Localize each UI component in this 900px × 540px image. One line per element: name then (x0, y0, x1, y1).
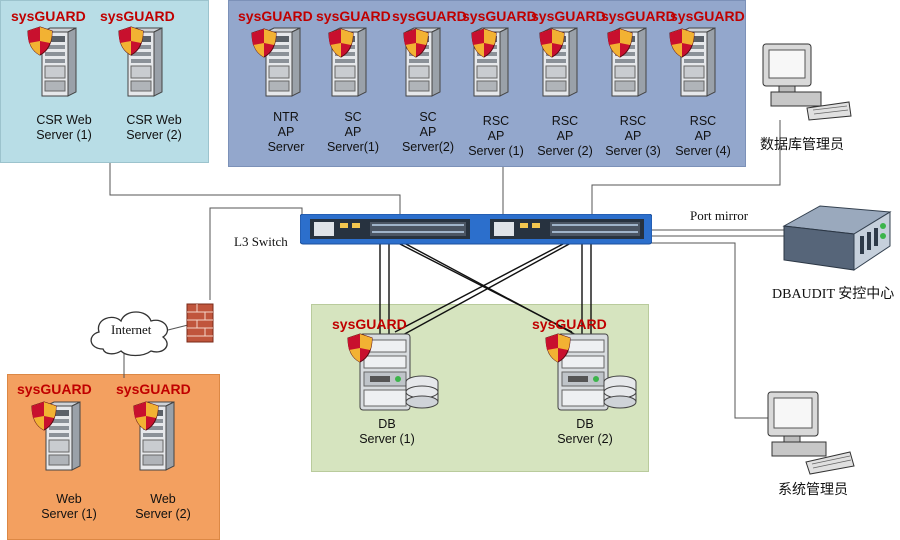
ap7-label: RSC AP Server (4) (675, 114, 731, 158)
sys-admin-label: 系统管理员 (778, 482, 848, 498)
internet-label: Internet (111, 322, 152, 337)
db1-sysguard-tag: sysGUARD (332, 316, 407, 332)
ap2-sysguard-tag: sysGUARD (316, 8, 391, 24)
db2-label: DB Server (2) (557, 417, 613, 446)
web-server-zone (7, 374, 220, 540)
web1-sysguard-tag: sysGUARD (17, 381, 92, 397)
ap4-label: RSC AP Server (1) (468, 114, 524, 158)
web1-shield-icon (31, 401, 57, 431)
db1-shield-icon (347, 333, 373, 363)
db1-label: DB Server (1) (359, 417, 415, 446)
db2-server-icon (557, 333, 637, 411)
ap3-label: SC AP Server(2) (401, 110, 455, 154)
csr2-sysguard-tag: sysGUARD (100, 8, 175, 24)
internet-cloud-icon (90, 311, 168, 357)
ap6-shield-icon (607, 28, 633, 58)
web1-label: Web Server (1) (41, 492, 97, 521)
l3-switch (300, 214, 652, 245)
sys-admin-link (650, 242, 775, 419)
ap7-sysguard-tag: sysGUARD (670, 8, 745, 24)
firewall-link (209, 207, 303, 300)
dbaudit-appliance-icon (782, 205, 892, 271)
switch-unit-1 (310, 219, 470, 239)
ap3-shield-icon (403, 28, 429, 58)
ap5-label: RSC AP Server (2) (537, 114, 593, 158)
ap3-sysguard-tag: sysGUARD (392, 8, 467, 24)
ap1-shield-icon (251, 28, 277, 58)
port-mirror-label: Port mirror (690, 208, 749, 223)
web2-label: Web Server (2) (135, 492, 191, 521)
db2-sysguard-tag: sysGUARD (532, 316, 607, 332)
firewall-icon (186, 303, 214, 343)
db-admin-workstation-icon (762, 43, 852, 121)
csr1-label: CSR Web Server (1) (36, 113, 92, 142)
switch-unit-2 (490, 219, 644, 239)
csr-link (109, 163, 401, 218)
db2-shield-icon (545, 333, 571, 363)
dbaudit-label: DBAUDIT 安控中心 (772, 287, 895, 302)
web2-sysguard-tag: sysGUARD (116, 381, 191, 397)
ap2-label: SC AP Server(1) (326, 110, 380, 154)
ap4-sysguard-tag: sysGUARD (462, 8, 537, 24)
sys-admin-workstation-icon (767, 391, 855, 475)
ap1-sysguard-tag: sysGUARD (238, 8, 313, 24)
csr1-sysguard-tag: sysGUARD (11, 8, 86, 24)
ap6-label: RSC AP Server (3) (605, 114, 661, 158)
ap6-sysguard-tag: sysGUARD (601, 8, 676, 24)
ap2-server-icon (331, 27, 367, 97)
switch-label: L3 Switch (234, 234, 288, 249)
db-admin-link (591, 120, 781, 218)
ap4-shield-icon (471, 28, 497, 58)
db-admin-label: 数据库管理员 (760, 137, 844, 153)
ap7-server-icon (680, 27, 716, 97)
csr2-label: CSR Web Server (2) (126, 113, 182, 142)
ap7-shield-icon (669, 28, 695, 58)
csr1-shield-icon (27, 26, 53, 56)
ap1-label: NTR AP Server (267, 110, 305, 154)
ap5-shield-icon (539, 28, 565, 58)
csr2-shield-icon (118, 26, 144, 56)
db1-server-icon (359, 333, 439, 411)
web2-shield-icon (133, 401, 159, 431)
ap2-shield-icon (328, 28, 354, 58)
ap5-sysguard-tag: sysGUARD (531, 8, 606, 24)
csr1-server-icon (41, 27, 77, 97)
csr-web-zone (0, 0, 209, 163)
